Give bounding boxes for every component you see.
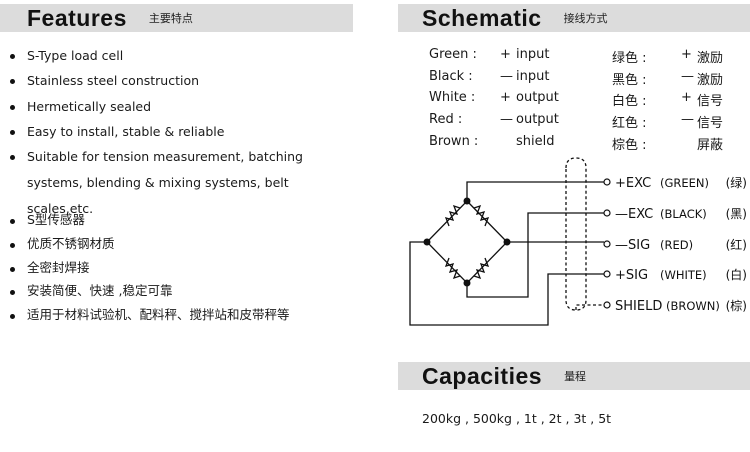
terminal-wire-label: (BLACK) xyxy=(660,207,707,221)
terminal-wire-label: (RED) xyxy=(660,238,693,252)
terminal-wire-label: (BROWN) xyxy=(666,299,720,313)
legend-function-en: input xyxy=(516,47,550,62)
list-item: Easy to install, stable & reliable xyxy=(10,119,357,144)
terminal-signal-label: SHIELD xyxy=(615,299,662,314)
terminal-cn-label: (白) xyxy=(726,267,747,282)
legend-sign-cn: + xyxy=(681,47,692,62)
legend-function-en: shield xyxy=(516,133,555,149)
features-list-cn: S型传感器 优质不锈钢材质 全密封焊接 安装简便、快速 ,稳定可靠 适用于材料试… xyxy=(10,208,290,327)
features-title: Features xyxy=(27,4,127,31)
bullet-icon xyxy=(10,104,15,110)
legend-function-cn: 屏蔽 xyxy=(697,137,724,153)
terminal-signal-label: +SIG xyxy=(615,268,648,283)
terminal-cn-label: (绿) xyxy=(726,175,747,190)
legend-color-cn: 绿色 : xyxy=(612,51,647,66)
bridge-node xyxy=(423,238,431,246)
features-list-en: S-Type load cell Stainless steel constru… xyxy=(10,43,357,222)
legend-color-en: Green : xyxy=(429,47,477,62)
terminal-cn-label: (红) xyxy=(726,237,747,252)
schematic-title: Schematic xyxy=(422,4,542,31)
terminal-cn-label: (棕) xyxy=(726,298,747,313)
terminal-wire-label: (GREEN) xyxy=(660,176,709,190)
capacities-values: 200kg , 500kg , 1t , 2t , 3t , 5t xyxy=(422,411,612,426)
resistor-icon xyxy=(473,257,490,280)
terminal-signal-label: +EXC xyxy=(615,176,651,191)
legend-sign-en: + xyxy=(500,47,511,62)
bridge-outline xyxy=(426,200,508,284)
terminal-icon xyxy=(603,301,611,309)
list-item: 全密封焊接 xyxy=(10,256,290,280)
legend-color-cn: 红色 : xyxy=(612,116,647,132)
bullet-icon xyxy=(10,54,15,59)
list-item: 优质不锈钢材质 xyxy=(10,232,290,256)
schematic-subtitle: 接线方式 xyxy=(563,12,608,25)
legend-color-cn: 黑色 : xyxy=(612,72,647,88)
bullet-icon xyxy=(10,290,15,296)
bullet-icon xyxy=(10,79,15,85)
bullet-icon xyxy=(10,129,15,135)
features-subtitle: 主要特点 xyxy=(148,12,193,25)
legend-sign-cn: + xyxy=(681,90,692,106)
bullet-icon xyxy=(10,219,15,224)
list-item: Suitable for tension measurement, batchi… xyxy=(10,144,357,222)
legend-color-en: Red : xyxy=(429,112,463,128)
list-item: 适用于材料试验机、配料秤、搅拌站和皮带秤等 xyxy=(10,303,290,327)
features-header: Features 主要特点 xyxy=(0,4,353,32)
legend-function-cn: 信号 xyxy=(697,116,724,132)
capacities-header: Capacities 量程 xyxy=(398,362,750,390)
terminal-cn-label: (黑) xyxy=(726,207,747,221)
wire-shield xyxy=(575,304,604,310)
terminal-signal-label: —EXC xyxy=(615,207,653,222)
resistor-icon xyxy=(444,204,461,227)
list-item: S型传感器 xyxy=(10,208,290,232)
shield-tube xyxy=(565,157,587,311)
bridge-node xyxy=(503,238,511,246)
terminal-icon xyxy=(603,240,611,248)
legend-sign-en: — xyxy=(500,112,513,128)
terminal-icon xyxy=(603,178,611,186)
legend-color-en: Black : xyxy=(429,68,473,84)
legend-color-en: Brown : xyxy=(429,133,479,149)
wire-sig-plus xyxy=(409,241,604,326)
bullet-icon xyxy=(10,242,15,248)
legend-color-cn: 白色 : xyxy=(612,94,647,110)
list-item: Stainless steel construction xyxy=(10,68,357,93)
list-item: Hermetically sealed xyxy=(10,94,357,119)
legend-sign-en: + xyxy=(500,90,511,106)
legend-sign-cn: — xyxy=(681,68,694,84)
bullet-icon xyxy=(10,155,15,161)
terminal-signal-label: —SIG xyxy=(615,238,650,253)
legend-color-cn: 棕色 : xyxy=(612,137,647,153)
capacities-title: Capacities xyxy=(422,362,543,389)
capacities-subtitle: 量程 xyxy=(564,370,587,383)
legend-sign-en: — xyxy=(500,68,513,84)
legend-color-en: White : xyxy=(429,90,476,106)
list-item: S-Type load cell xyxy=(10,43,357,68)
wire-exc-plus xyxy=(466,181,604,201)
legend-function-en: input xyxy=(516,68,550,84)
legend-function-en: output xyxy=(516,90,559,106)
bullet-icon xyxy=(10,314,15,320)
legend-function-cn: 激励 xyxy=(697,51,724,66)
terminal-icon xyxy=(603,270,611,278)
terminal-icon xyxy=(603,209,611,217)
legend-sign-cn: — xyxy=(681,112,694,128)
resistor-icon xyxy=(444,257,461,280)
legend-function-cn: 激励 xyxy=(697,72,724,88)
bridge-node xyxy=(463,197,471,205)
resistor-icon xyxy=(473,204,490,227)
list-item: 安装简便、快速 ,稳定可靠 xyxy=(10,279,290,303)
schematic-header: Schematic 接线方式 xyxy=(398,4,750,32)
bullet-icon xyxy=(10,266,15,272)
legend-function-cn: 信号 xyxy=(697,94,724,110)
bridge-node xyxy=(463,279,471,287)
legend-function-en: output xyxy=(516,112,559,128)
terminal-wire-label: (WHITE) xyxy=(660,268,707,282)
wire-exc-minus xyxy=(466,212,604,298)
